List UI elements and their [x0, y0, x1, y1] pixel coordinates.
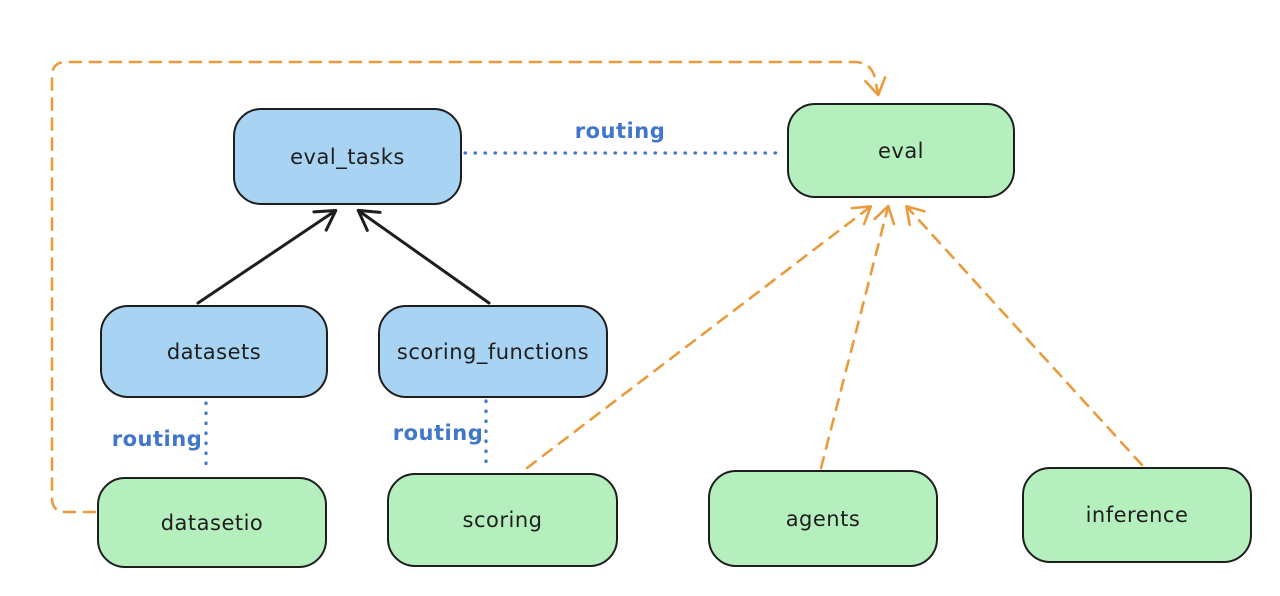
node-inference-label: inference: [1085, 503, 1189, 527]
edge-scoring-functions-to-eval-tasks: [356, 208, 491, 305]
node-datasetio[interactable]: datasetio: [97, 477, 327, 568]
node-scoring[interactable]: scoring: [387, 473, 618, 567]
node-agents-label: agents: [785, 506, 861, 531]
edge-inference-to-eval: [905, 204, 1144, 467]
node-eval-label: eval: [877, 138, 925, 163]
routing-label-scoring: routing: [392, 421, 484, 445]
node-inference[interactable]: inference: [1022, 467, 1252, 563]
node-datasets[interactable]: datasets: [100, 305, 328, 398]
node-datasetio-label: datasetio: [160, 510, 264, 535]
node-scoring-functions[interactable]: scoring_functions: [378, 305, 608, 398]
node-eval-tasks-label: eval_tasks: [290, 144, 405, 169]
edge-agents-to-eval: [819, 204, 896, 470]
node-agents[interactable]: agents: [708, 470, 938, 567]
routing-label-top: routing: [574, 119, 666, 143]
node-eval[interactable]: eval: [787, 103, 1015, 198]
routing-label-datasets: routing: [111, 427, 203, 451]
edge-datasets-to-eval-tasks: [196, 208, 338, 305]
node-eval-tasks[interactable]: eval_tasks: [233, 108, 462, 205]
node-scoring-label: scoring: [462, 508, 543, 532]
node-datasets-label: datasets: [166, 339, 262, 364]
node-scoring-functions-label: scoring_functions: [396, 339, 590, 364]
